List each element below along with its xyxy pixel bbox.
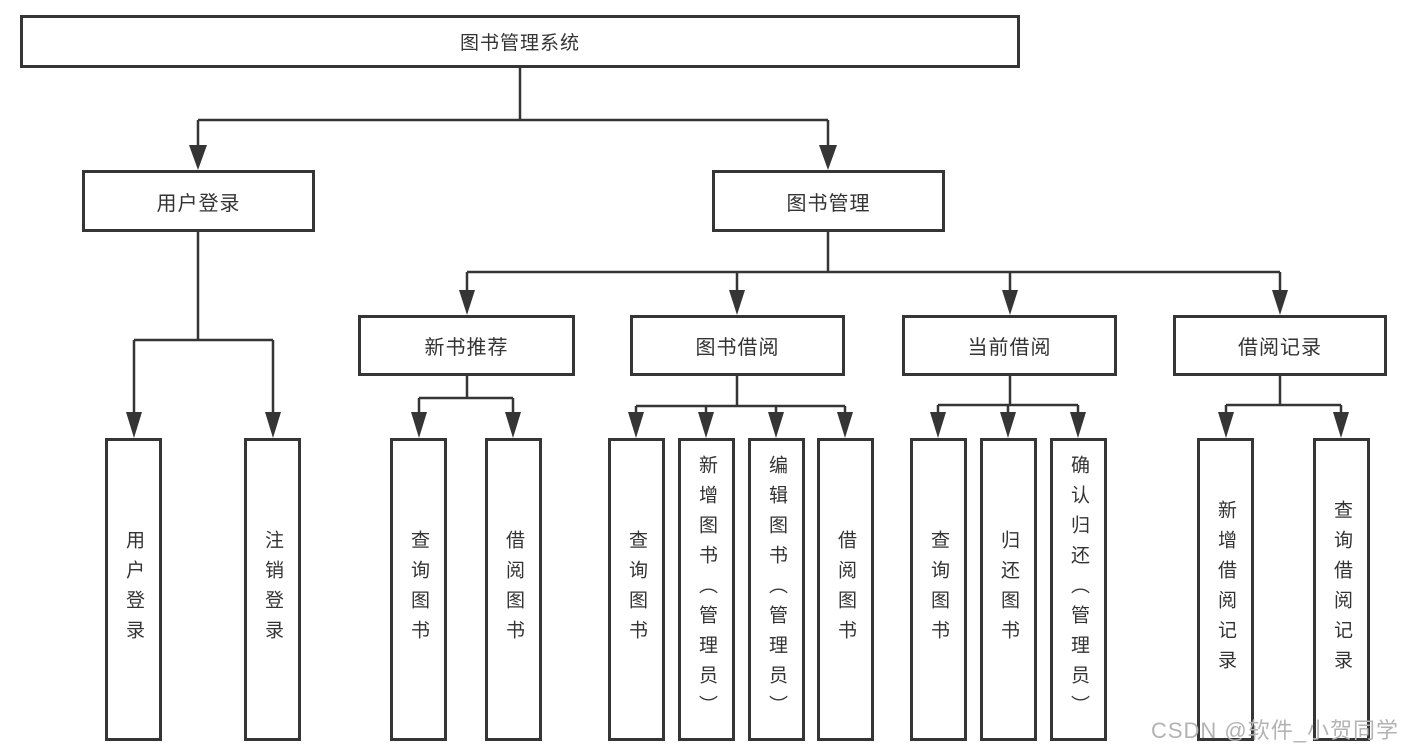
leaf-confirm-return-admin: 确认归还（管理员） — [1050, 438, 1107, 741]
node-library-management-system: 图书管理系统 — [20, 15, 1020, 68]
arrowhead-icons — [126, 145, 1349, 438]
leaf-logout: 注销登录 — [244, 438, 301, 741]
leaf-confirm-return-admin-label: 确认归还（管理员） — [1068, 454, 1089, 725]
leaf-query-books-borrowing: 查询图书 — [608, 438, 665, 741]
leaf-edit-book-admin-label: 编辑图书（管理员） — [766, 454, 787, 725]
leaf-return-books-label: 归还图书 — [998, 529, 1019, 650]
leaf-borrow-books-borrowing-label: 借阅图书 — [835, 529, 856, 650]
leaf-add-book-admin-label: 新增图书（管理员） — [696, 454, 717, 725]
leaf-query-books-recommend-label: 查询图书 — [408, 529, 429, 650]
leaf-query-borrow-record-label: 查询借阅记录 — [1331, 499, 1352, 680]
leaf-add-borrow-record-label: 新增借阅记录 — [1215, 499, 1236, 680]
leaf-query-books-recommend: 查询图书 — [390, 438, 447, 741]
node-book-borrowing: 图书借阅 — [630, 315, 845, 376]
node-borrowing-records: 借阅记录 — [1173, 315, 1387, 376]
leaf-add-book-admin: 新增图书（管理员） — [678, 438, 735, 741]
leaf-user-login: 用户登录 — [105, 438, 162, 741]
leaf-edit-book-admin: 编辑图书（管理员） — [748, 438, 805, 741]
watermark: CSDN @软件_小贺同学 — [1150, 718, 1399, 743]
leaf-borrow-books-borrowing: 借阅图书 — [817, 438, 874, 741]
leaf-query-books-current-label: 查询图书 — [928, 529, 949, 650]
node-new-book-recommendation: 新书推荐 — [358, 315, 575, 376]
node-user-login: 用户登录 — [82, 170, 315, 232]
leaf-add-borrow-record: 新增借阅记录 — [1197, 438, 1254, 741]
leaf-user-login-label: 用户登录 — [123, 529, 144, 650]
leaf-query-books-current: 查询图书 — [910, 438, 967, 741]
leaf-query-books-borrowing-label: 查询图书 — [626, 529, 647, 650]
leaf-borrow-books-recommend-label: 借阅图书 — [503, 529, 524, 650]
leaf-return-books: 归还图书 — [980, 438, 1037, 741]
leaf-query-borrow-record: 查询借阅记录 — [1313, 438, 1370, 741]
node-book-management: 图书管理 — [712, 170, 945, 232]
node-current-borrowing: 当前借阅 — [902, 315, 1117, 376]
leaf-logout-label: 注销登录 — [262, 529, 283, 650]
leaf-borrow-books-recommend: 借阅图书 — [485, 438, 542, 741]
